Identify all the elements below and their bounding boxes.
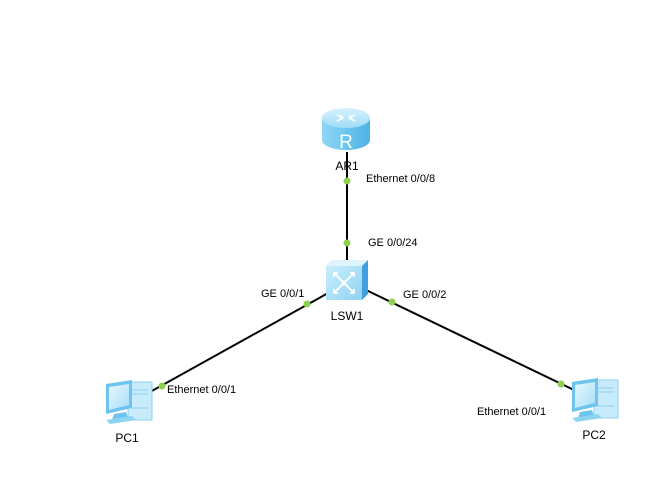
port-dot-lsw1-ge001[interactable] (303, 300, 311, 308)
port-label-lsw1-ge0024: GE 0/0/24 (368, 237, 418, 249)
link-lsw1-pc1[interactable] (149, 291, 331, 393)
pc-icon (106, 380, 153, 424)
device-ar1[interactable]: R (322, 108, 370, 153)
port-label-lsw1-ge001: GE 0/0/1 (261, 288, 304, 300)
port-dot-ar1-eth008[interactable] (343, 177, 351, 185)
device-lsw1[interactable] (326, 260, 368, 300)
router-icon: R (322, 108, 370, 153)
port-label-pc2-eth001: Ethernet 0/0/1 (477, 406, 546, 418)
svg-text:R: R (339, 132, 353, 153)
device-pc1[interactable] (106, 380, 153, 424)
device-label-lsw1: LSW1 (331, 309, 364, 323)
device-pc2[interactable] (572, 378, 619, 422)
port-dot-pc1-eth001[interactable] (158, 382, 166, 390)
port-label-pc1-eth001: Ethernet 0/0/1 (167, 384, 236, 396)
switch-icon (326, 260, 368, 300)
device-label-ar1: AR1 (335, 159, 359, 173)
device-label-pc1: PC1 (115, 431, 139, 445)
port-dot-lsw1-ge0024[interactable] (343, 239, 351, 247)
port-label-lsw1-ge002: GE 0/0/2 (403, 289, 446, 301)
port-dot-pc2-eth001[interactable] (557, 380, 565, 388)
port-label-ar1-eth008: Ethernet 0/0/8 (366, 173, 435, 185)
link-lsw1-pc2[interactable] (365, 289, 575, 391)
port-dots (158, 177, 565, 390)
device-label-pc2: PC2 (582, 428, 606, 442)
pc-icon (572, 378, 619, 422)
port-dot-lsw1-ge002[interactable] (388, 298, 396, 306)
